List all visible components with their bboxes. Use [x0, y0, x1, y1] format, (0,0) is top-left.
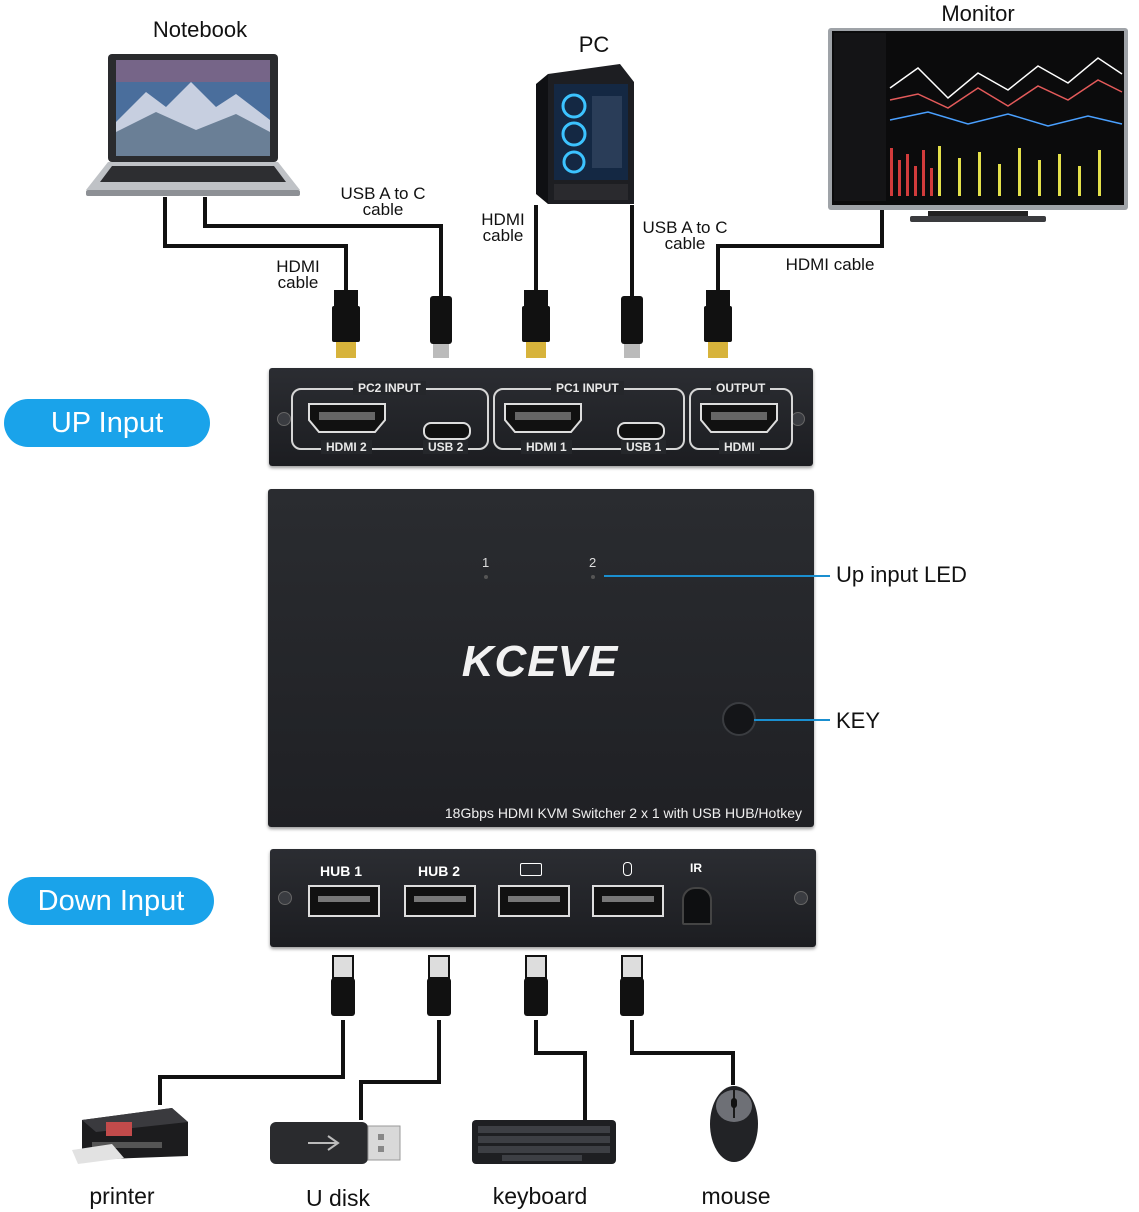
usb-plug-printer: [331, 955, 355, 1016]
notebook-label: Notebook: [152, 17, 248, 42]
pc1-input-group: PC1 INPUT HDMI 1 USB 1: [493, 381, 685, 454]
pc1-input-title: PC1 INPUT: [551, 381, 624, 395]
monitor-illustration: [828, 28, 1128, 222]
hub2-label: HUB 2: [418, 863, 461, 879]
hdmi2-port: [308, 403, 386, 433]
mouse-label: mouse: [701, 1183, 771, 1209]
hdmi-plug-pc: [522, 290, 550, 358]
callout-lines: [604, 575, 830, 721]
usb-plug-udisk: [427, 955, 451, 1016]
output-title: OUTPUT: [711, 381, 771, 395]
top-connectors: [332, 290, 732, 358]
product-caption: 18Gbps HDMI KVM Switcher 2 x 1 with USB …: [444, 805, 802, 821]
screw-left: [277, 412, 291, 426]
kvm-top-panel: 1 2 KCEVE 18Gbps HDMI KVM Switcher 2 x 1…: [268, 489, 814, 827]
hdmi2-label: HDMI 2: [321, 440, 372, 454]
ir-label: IR: [690, 861, 702, 875]
up-input-led-callout: Up input LED: [836, 562, 967, 587]
usbc-plug-pc: [621, 296, 643, 358]
led-1-label: 1: [482, 555, 490, 570]
hdmi-output-label: HDMI: [719, 440, 760, 454]
hdmi1-port: [504, 403, 582, 433]
hdmi-plug-monitor: [704, 290, 732, 358]
ir-receiver: [682, 887, 712, 925]
printer-label: printer: [89, 1183, 155, 1209]
mouse-illustration: [710, 1086, 758, 1162]
up-input-panel: PC2 INPUT HDMI 2 USB 2 PC1 INPUT HDMI 1 …: [269, 368, 813, 466]
key-callout: KEY: [836, 708, 881, 733]
pc-label: PC: [578, 32, 610, 57]
bottom-connectors: [331, 955, 644, 1016]
usb2-label: USB 2: [423, 440, 469, 454]
pc-illustration: [536, 64, 634, 204]
down-input-panel: HUB 1 HUB 2 IR: [270, 849, 816, 947]
keyboard-port: [498, 885, 570, 917]
mouse-port: [592, 885, 664, 917]
led-1: [484, 575, 488, 579]
keyboard-illustration: [472, 1120, 616, 1164]
screw-right: [794, 891, 808, 905]
keyboard-port-icon: [520, 863, 542, 876]
led-2: [591, 575, 595, 579]
monitor-label: Monitor: [941, 1, 1015, 26]
hdmi1-label: HDMI 1: [521, 440, 572, 454]
usb-plug-keyboard: [524, 955, 548, 1016]
printer-illustration: [72, 1108, 188, 1164]
usb1-port: [617, 422, 665, 440]
screw-left: [278, 891, 292, 905]
udisk-label: U disk: [306, 1185, 370, 1211]
down-input-badge: Down Input: [8, 877, 214, 925]
hub1-port: [308, 885, 380, 917]
hub2-port: [404, 885, 476, 917]
mouse-port-icon: [623, 862, 632, 876]
usbc-plug-notebook: [430, 296, 452, 358]
hdmi-plug-notebook: [332, 290, 360, 358]
hub1-label: HUB 1: [320, 863, 363, 879]
brand-logo: KCEVE: [461, 637, 619, 686]
output-group: OUTPUT HDMI: [689, 381, 793, 454]
pc2-input-title: PC2 INPUT: [353, 381, 426, 395]
notebook-illustration: [86, 54, 300, 196]
up-input-badge: UP Input: [4, 399, 210, 447]
key-button[interactable]: [722, 702, 756, 736]
udisk-illustration: [270, 1122, 401, 1164]
led-2-label: 2: [589, 555, 597, 570]
pc2-input-group: PC2 INPUT HDMI 2 USB 2: [291, 381, 489, 454]
keyboard-label: keyboard: [492, 1183, 588, 1209]
hdmi-output-port: [700, 403, 778, 433]
monitor-hdmi-cable-label: HDMI cable: [785, 255, 875, 274]
usb2-port: [423, 422, 471, 440]
usb1-label: USB 1: [621, 440, 667, 454]
usb-plug-mouse: [620, 955, 644, 1016]
